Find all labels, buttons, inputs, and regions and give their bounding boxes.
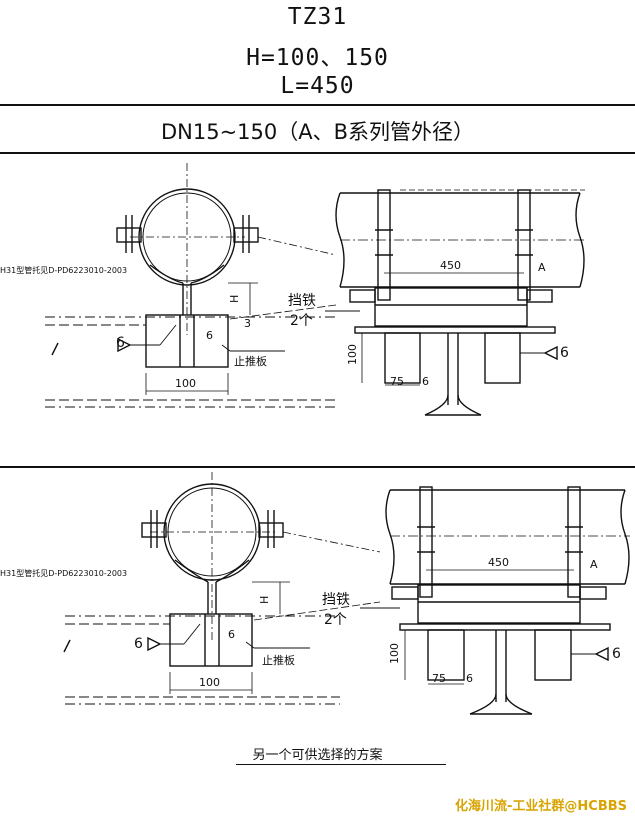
weld-size-left: 6	[134, 636, 143, 652]
dim-h: H	[228, 295, 241, 303]
dim-6-bottom: 6	[466, 672, 473, 685]
stop-block-label: 挡铁	[322, 592, 350, 608]
dim-100-vertical: 100	[346, 344, 359, 365]
caption-underline	[236, 764, 446, 765]
dim-3: 3	[244, 317, 251, 330]
alternative-caption: 另一个可供选择的方案	[252, 748, 383, 763]
dim-a: A	[538, 261, 546, 274]
dim-450: 450	[440, 259, 461, 272]
pipe-section	[138, 188, 236, 286]
pipe-range-subtitle: DN15~150（A、B系列管外径）	[160, 120, 475, 144]
stop-block-count: 2个	[290, 313, 313, 329]
dim-75: 75	[432, 672, 446, 685]
dim-6-bottom: 6	[422, 375, 429, 388]
dim-75: 75	[390, 375, 404, 388]
ref-note: H31型管托见D-PD6223010-2003	[0, 568, 127, 578]
header-rule-top	[0, 104, 635, 106]
drawing-code: TZ31	[287, 4, 348, 30]
watermark: 化海川流-工业社群@HCBBS	[455, 799, 627, 814]
dim-6: 6	[206, 329, 213, 342]
dim-h: H	[258, 596, 271, 604]
section-divider	[0, 466, 635, 468]
dim-100: 100	[199, 676, 220, 689]
stop-block-count: 2个	[324, 612, 347, 628]
top-drawing: H31型管托见D-PD6223010-2003 H 3 6 6 止推板 100 …	[0, 163, 585, 416]
dim-100-vertical: 100	[388, 643, 401, 664]
stop-block-label: 挡铁	[288, 293, 316, 309]
height-spec: H=100、150	[246, 45, 389, 71]
weld-size-right: 6	[560, 345, 569, 361]
weld-size-left: 6	[116, 335, 125, 351]
dim-100: 100	[175, 377, 196, 390]
dim-6: 6	[228, 628, 235, 641]
header-rule-bottom	[0, 152, 635, 154]
stop-plate-label: 止推板	[262, 653, 295, 667]
weld-size-right: 6	[612, 646, 621, 662]
ref-note: H31型管托见D-PD6223010-2003	[0, 265, 127, 275]
dim-450: 450	[488, 556, 509, 569]
stop-plate-label: 止推板	[234, 354, 267, 368]
dim-a: A	[590, 558, 598, 571]
bottom-drawing: H31型管托见D-PD6223010-2003 H 6 6 止推板 100 挡铁…	[0, 472, 630, 715]
length-spec: L=450	[280, 73, 355, 99]
